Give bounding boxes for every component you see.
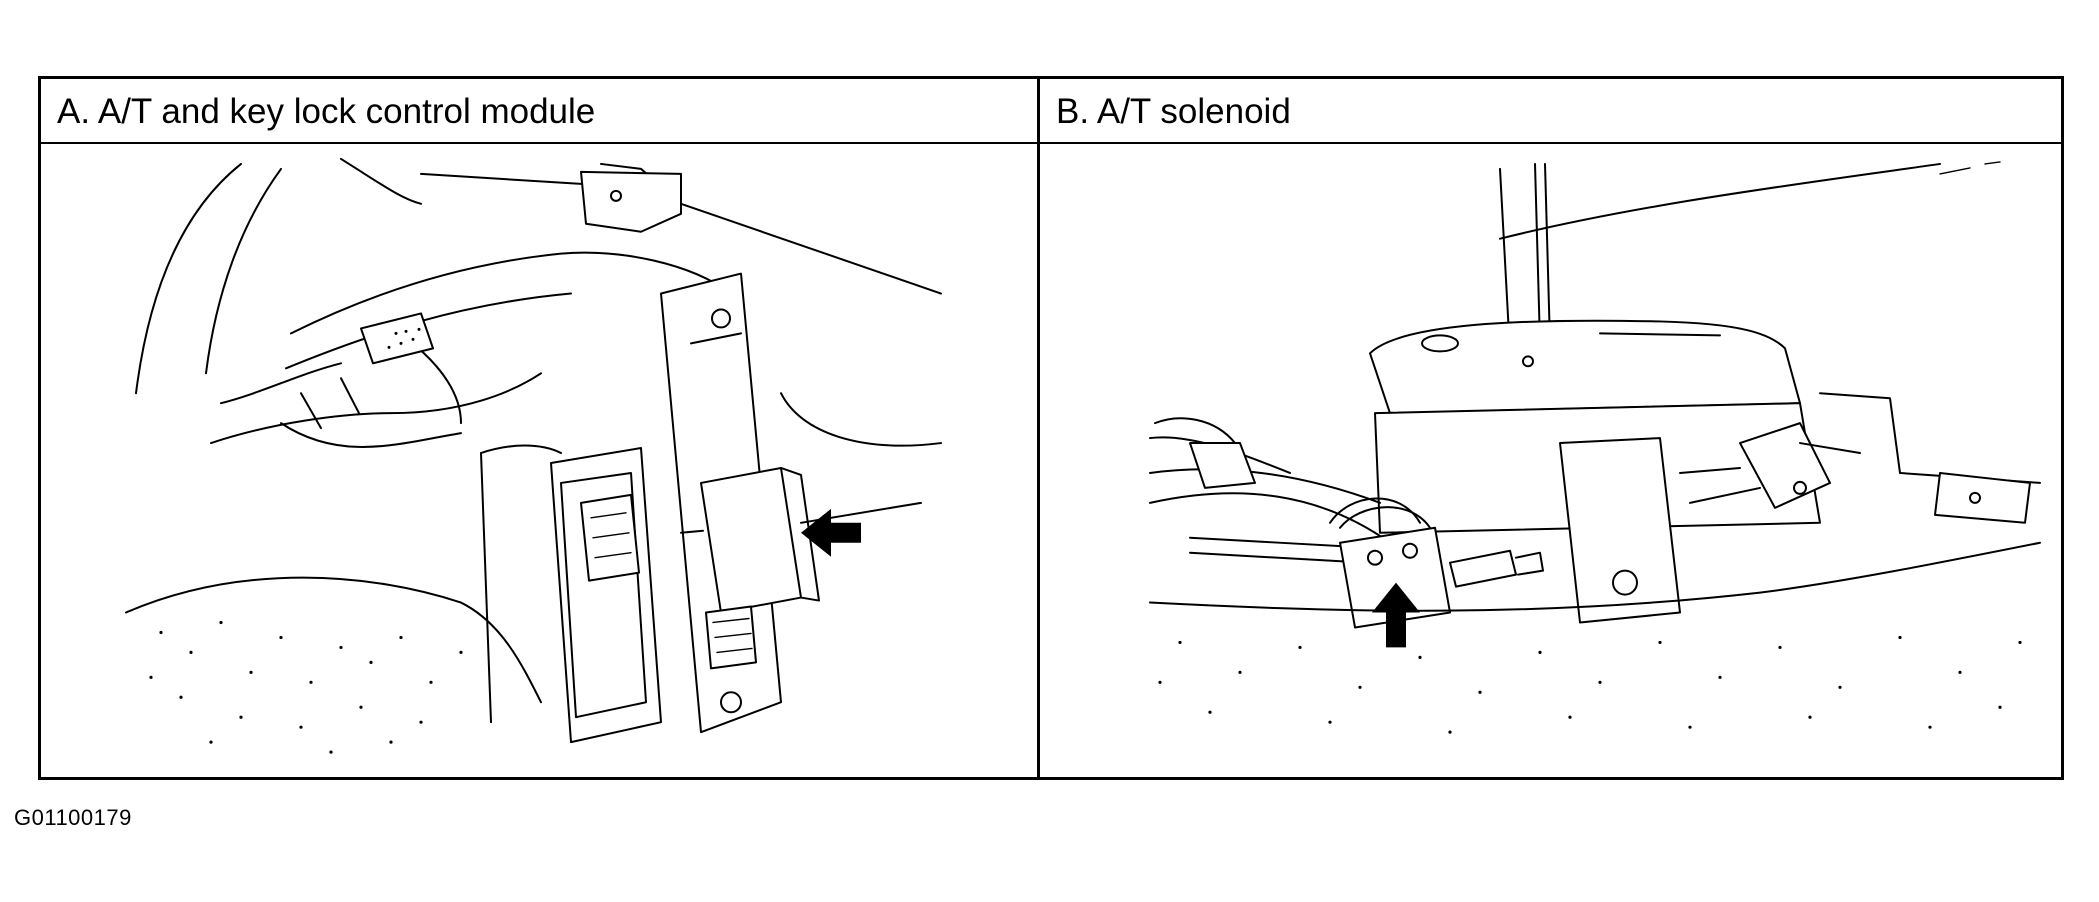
panel-b: B. A/T solenoid bbox=[1040, 79, 2061, 777]
figure-id: G01100179 bbox=[14, 805, 132, 830]
figure-frame: A. A/T and key lock control module bbox=[38, 76, 2064, 780]
panel-b-title: B. A/T solenoid bbox=[1040, 79, 2061, 144]
arrow-left-icon bbox=[801, 508, 861, 557]
solenoid-drawing bbox=[1149, 161, 2041, 734]
panel-a-title: A. A/T and key lock control module bbox=[41, 79, 1037, 144]
panel-b-illustration bbox=[1040, 144, 2061, 777]
arrow-up-icon bbox=[1372, 582, 1420, 648]
panel-a-illustration bbox=[41, 144, 1037, 777]
control-module-drawing bbox=[125, 157, 942, 754]
panel-a: A. A/T and key lock control module bbox=[41, 79, 1040, 777]
